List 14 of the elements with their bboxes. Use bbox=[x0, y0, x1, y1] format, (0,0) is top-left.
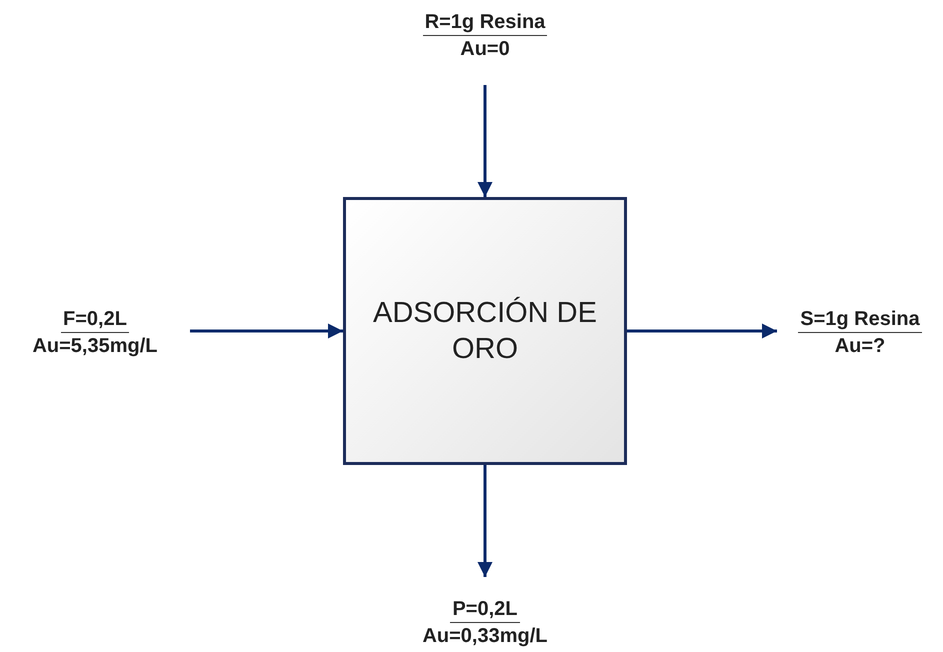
stream-value: Au=5,35mg/L bbox=[32, 334, 158, 358]
arrow bbox=[478, 85, 492, 197]
arrow bbox=[478, 465, 492, 577]
stream-value: P=0,2L bbox=[450, 596, 520, 622]
stream-value: R=1g Resina bbox=[422, 8, 548, 36]
arrow bbox=[190, 324, 343, 338]
process-title: ADSORCIÓN DE ORO bbox=[372, 296, 598, 367]
stream-value: S=1g Resina bbox=[798, 306, 922, 332]
stream-value: Au=? bbox=[834, 334, 886, 358]
arrow bbox=[627, 324, 777, 338]
stream-value: Au=0,33mg/L bbox=[422, 624, 548, 648]
stream-value: F=0,2L bbox=[61, 306, 129, 332]
process-box bbox=[343, 197, 627, 465]
stream-value: Au=0 bbox=[460, 36, 510, 62]
